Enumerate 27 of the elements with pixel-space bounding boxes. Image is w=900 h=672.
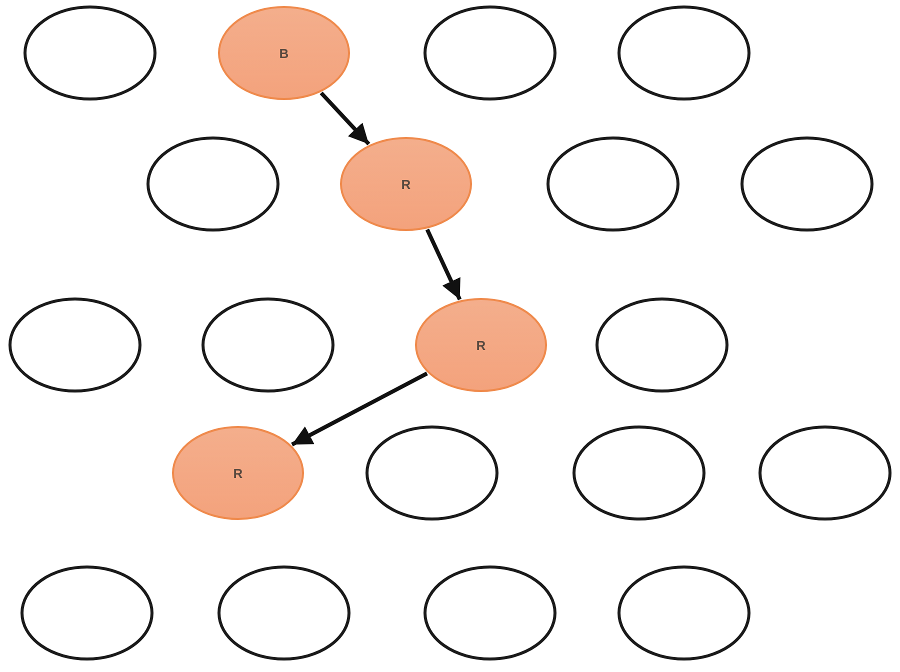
- node-letter: B: [279, 46, 289, 60]
- empty-ellipse-node: [423, 565, 557, 661]
- empty-ellipse-node: [617, 565, 751, 661]
- filled-ellipse-node: [217, 5, 351, 101]
- arrow: [425, 228, 462, 300]
- empty-ellipse-node: [201, 297, 335, 393]
- empty-ellipse-node: [595, 297, 729, 393]
- empty-ellipse-node: [20, 565, 154, 661]
- node-letter: R: [476, 338, 486, 352]
- node-letter: R: [401, 176, 411, 192]
- empty-ellipse-node: [546, 136, 680, 232]
- empty-ellipse-node: [23, 5, 157, 101]
- empty-ellipse-node: [758, 425, 892, 521]
- arrow: [320, 92, 370, 146]
- empty-ellipse-node: [572, 425, 706, 521]
- filled-ellipse-node: [171, 425, 305, 521]
- empty-ellipse-node: [423, 5, 557, 101]
- empty-ellipse-node: [146, 136, 280, 232]
- filled-ellipse-node: [414, 297, 548, 393]
- filled-ellipse-node: [339, 136, 473, 232]
- empty-ellipse-node: [740, 136, 874, 232]
- empty-ellipse-node: [365, 425, 499, 521]
- empty-ellipse-node: [8, 297, 142, 393]
- arrow: [291, 372, 428, 446]
- node-letter: R: [233, 466, 243, 480]
- empty-ellipse-node: [617, 5, 751, 101]
- empty-ellipse-node: [217, 565, 351, 661]
